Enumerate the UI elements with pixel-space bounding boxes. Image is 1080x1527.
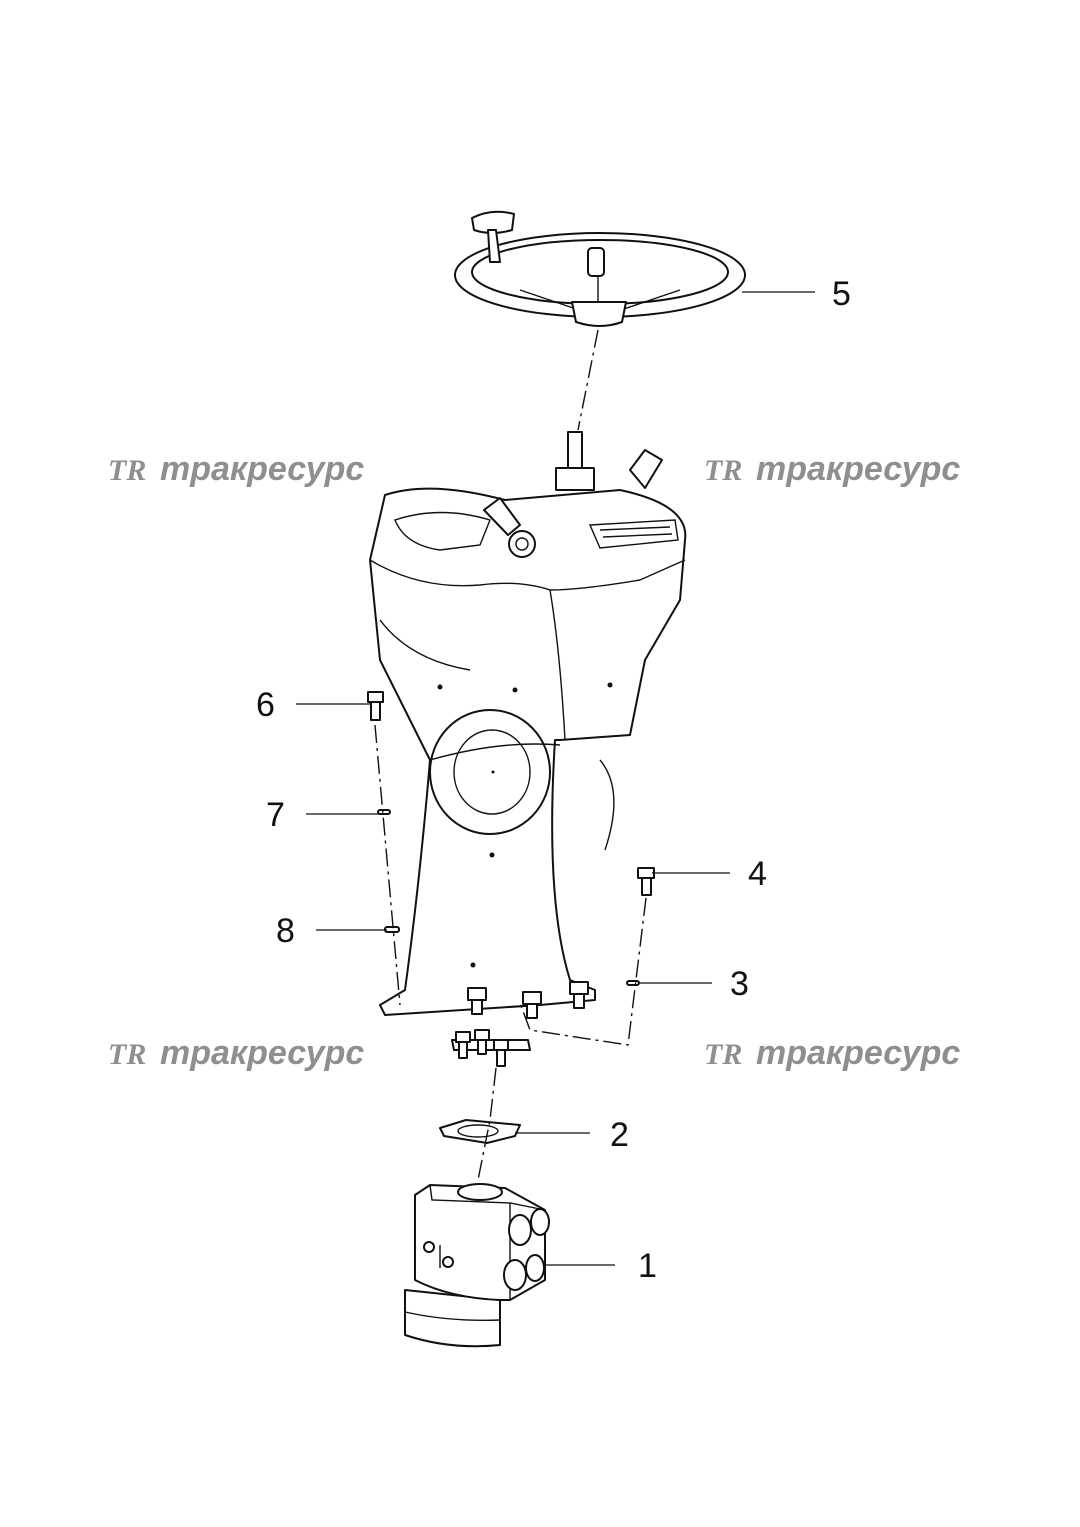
callout-4: 4: [748, 855, 767, 893]
watermark-logo: TR: [704, 1038, 742, 1071]
callout-5: 5: [832, 275, 851, 313]
washer-3-icon: [626, 980, 640, 986]
steering-column-icon: [369, 431, 687, 1016]
steering-wheel-icon: [454, 210, 746, 327]
callout-numbers: 1 2 3 4 5 6 7 8: [256, 275, 851, 1285]
watermark-text: тракресурс: [756, 1034, 960, 1072]
flange-bolts-icon: [451, 981, 589, 1067]
bolt-6-icon: [367, 691, 384, 721]
watermark-text: тракресурс: [756, 450, 960, 488]
watermark-logo: TR: [108, 1038, 146, 1071]
callout-6: 6: [256, 686, 275, 724]
assembly-axes: [374, 329, 647, 1181]
watermark-logo: TR: [108, 454, 146, 487]
watermark-text: тракресурс: [160, 450, 364, 488]
hydraulic-steering-unit-icon: [404, 1183, 550, 1348]
callout-1: 1: [638, 1247, 657, 1285]
washer-7-icon: [377, 809, 391, 815]
callout-3: 3: [730, 965, 749, 1003]
watermark-logo: TR: [704, 454, 742, 487]
bolt-4-icon: [637, 867, 655, 896]
watermark-text: тракресурс: [160, 1034, 364, 1072]
washer-8-icon: [384, 926, 400, 933]
watermark-bottom-right: TR тракресурс: [704, 1034, 960, 1072]
watermark-top-right: TR тракресурс: [704, 450, 960, 488]
callout-7: 7: [266, 796, 285, 834]
watermark-top-left: TR тракресурс: [108, 450, 364, 488]
callout-8: 8: [276, 912, 295, 950]
callout-2: 2: [610, 1116, 629, 1154]
gasket-icon: [439, 1119, 521, 1144]
leader-lines: [296, 291, 815, 1266]
watermark-bottom-left: TR тракресурс: [108, 1034, 364, 1072]
